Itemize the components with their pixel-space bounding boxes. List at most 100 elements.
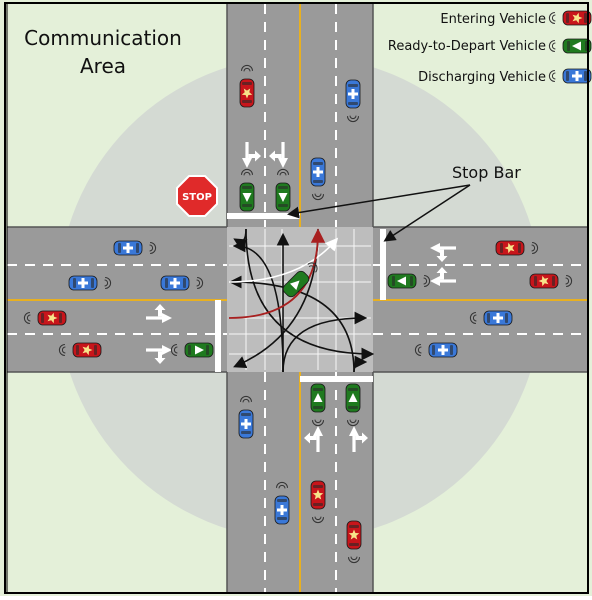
triangle-icon — [195, 345, 204, 355]
vehicle-entering — [562, 10, 592, 26]
area-label-line1: Communication — [24, 26, 182, 50]
wireless-signal-icon — [104, 277, 112, 289]
star-icon — [572, 12, 583, 24]
vehicle-entering — [346, 520, 362, 564]
vehicle-ready — [275, 168, 291, 212]
star-icon — [348, 529, 360, 540]
stop-bar-callout: Stop Bar — [287, 163, 521, 242]
stop-bar-east — [380, 229, 386, 300]
vehicle-discharging — [274, 481, 290, 525]
wireless-signal-icon — [277, 168, 289, 176]
lane-arrows — [146, 142, 456, 452]
stop-bar-label: Stop Bar — [452, 163, 521, 182]
plus-icon — [78, 278, 88, 288]
wireless-signal-icon — [312, 193, 324, 201]
wireless-signal-icon — [414, 344, 422, 356]
wireless-signal-icon — [348, 556, 360, 564]
wireless-signal-icon — [23, 312, 31, 324]
vehicle-discharging — [310, 157, 326, 201]
vehicle-entering — [310, 480, 326, 524]
vehicle-discharging — [113, 240, 157, 256]
lane-arrow-left — [242, 142, 261, 168]
plus-icon — [170, 278, 180, 288]
outer-frame — [4, 2, 589, 594]
wireless-signal-icon — [241, 168, 253, 176]
vehicle-discharging — [345, 79, 361, 123]
lane-arrow-right — [349, 426, 368, 452]
star-icon — [538, 275, 549, 287]
stop-bar-north — [227, 213, 300, 219]
wireless-signal-icon — [307, 262, 318, 273]
wireless-signal-icon — [58, 344, 66, 356]
communication-area-label: Communication Area — [24, 26, 182, 78]
road-edges — [7, 4, 587, 593]
vehicle-ready — [239, 168, 255, 212]
vehicle-ready — [387, 273, 431, 289]
vehicle-discharging — [469, 310, 513, 326]
star-icon — [241, 88, 253, 99]
stop-bar-west — [215, 300, 221, 372]
stop-bars — [215, 213, 386, 382]
vehicle-ready — [562, 38, 592, 54]
vehicle-entering — [529, 273, 573, 289]
vehicle-ready-turning — [282, 262, 318, 298]
wireless-signal-icon — [548, 40, 556, 52]
legend-icon-discharging — [548, 68, 592, 84]
legend-entering-label: Entering Vehicle — [440, 12, 546, 27]
stop-sign-text: STOP — [182, 192, 212, 203]
star-icon — [504, 242, 515, 254]
wireless-signal-icon — [240, 395, 252, 403]
vehicles — [23, 64, 573, 564]
lane-arrow-right — [430, 267, 456, 286]
vehicle-ready — [170, 342, 214, 358]
plus-icon — [123, 243, 133, 253]
lane-arrow-left — [430, 243, 456, 262]
triangle-icon — [572, 41, 581, 51]
wireless-signal-icon — [276, 481, 288, 489]
lane-arrow-left — [304, 426, 323, 452]
vehicle-discharging — [562, 68, 592, 84]
wireless-signal-icon — [241, 64, 253, 72]
wireless-signal-icon — [312, 516, 324, 524]
lane-arrow-left — [146, 304, 172, 323]
wireless-signal-icon — [347, 419, 359, 427]
legend-ready-label: Ready-to-Depart Vehicle — [388, 39, 546, 54]
wireless-signal-icon — [548, 70, 556, 82]
wireless-signal-icon — [531, 242, 539, 254]
wireless-signal-icon — [548, 12, 556, 24]
lane-dashes — [7, 4, 587, 593]
wireless-signal-icon — [196, 277, 204, 289]
plus-icon — [493, 313, 503, 323]
vehicle-entering — [23, 310, 67, 326]
plus-icon — [572, 71, 582, 81]
center-lines — [7, 4, 587, 593]
triangle-icon — [348, 393, 358, 402]
vehicle-entering — [495, 240, 539, 256]
vehicle-ready — [310, 383, 326, 427]
plus-icon — [277, 505, 287, 515]
wireless-signal-icon — [347, 115, 359, 123]
vehicle-entering — [239, 64, 255, 108]
plus-icon — [241, 419, 251, 429]
plus-icon — [438, 345, 448, 355]
vehicle-discharging — [414, 342, 458, 358]
legend: Entering Vehicle Ready-to-Depart Vehicle… — [388, 10, 592, 85]
wireless-signal-icon — [170, 344, 178, 356]
wireless-signal-icon — [565, 275, 573, 287]
vehicle-entering — [58, 342, 102, 358]
lane-arrow-right — [269, 142, 288, 168]
vehicle-ready — [345, 383, 361, 427]
area-label-line2: Area — [80, 54, 126, 78]
lane-arrow-right — [146, 345, 172, 364]
intersection-box — [227, 227, 373, 372]
triangle-icon — [397, 276, 406, 286]
wireless-signal-icon — [312, 419, 324, 427]
wireless-signal-icon — [469, 312, 477, 324]
turn-paths — [228, 228, 375, 373]
plus-icon — [313, 167, 323, 177]
intersection-grid — [229, 229, 371, 370]
plus-icon — [348, 89, 358, 99]
star-icon — [47, 312, 58, 324]
vehicle-discharging — [238, 395, 254, 439]
